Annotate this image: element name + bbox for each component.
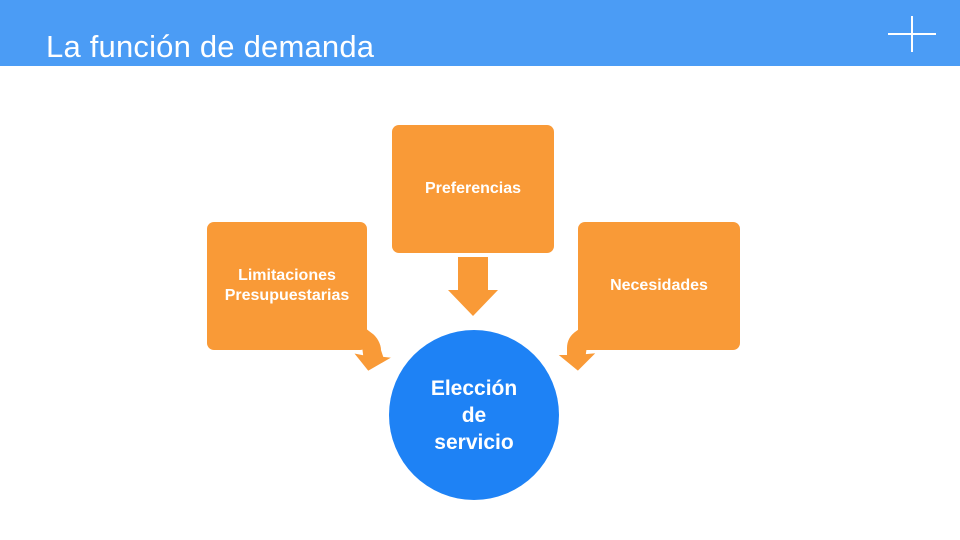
arrow-down	[448, 257, 498, 316]
center-node-label: Elección de servicio	[430, 376, 518, 454]
input-box-preferences: Preferencias	[392, 125, 554, 253]
input-box-needs: Necesidades	[578, 222, 740, 350]
input-box-label: Necesidades	[610, 277, 708, 294]
input-box-label: Limitaciones Presupuestarias	[224, 267, 350, 304]
input-box-budget: Limitaciones Presupuestarias	[207, 222, 367, 350]
input-box-label: Preferencias	[424, 180, 522, 197]
plus-icon	[888, 16, 936, 52]
center-node: Elección de servicio	[389, 330, 559, 500]
page-title: La función de demanda	[46, 29, 375, 64]
header-bar	[0, 0, 960, 66]
